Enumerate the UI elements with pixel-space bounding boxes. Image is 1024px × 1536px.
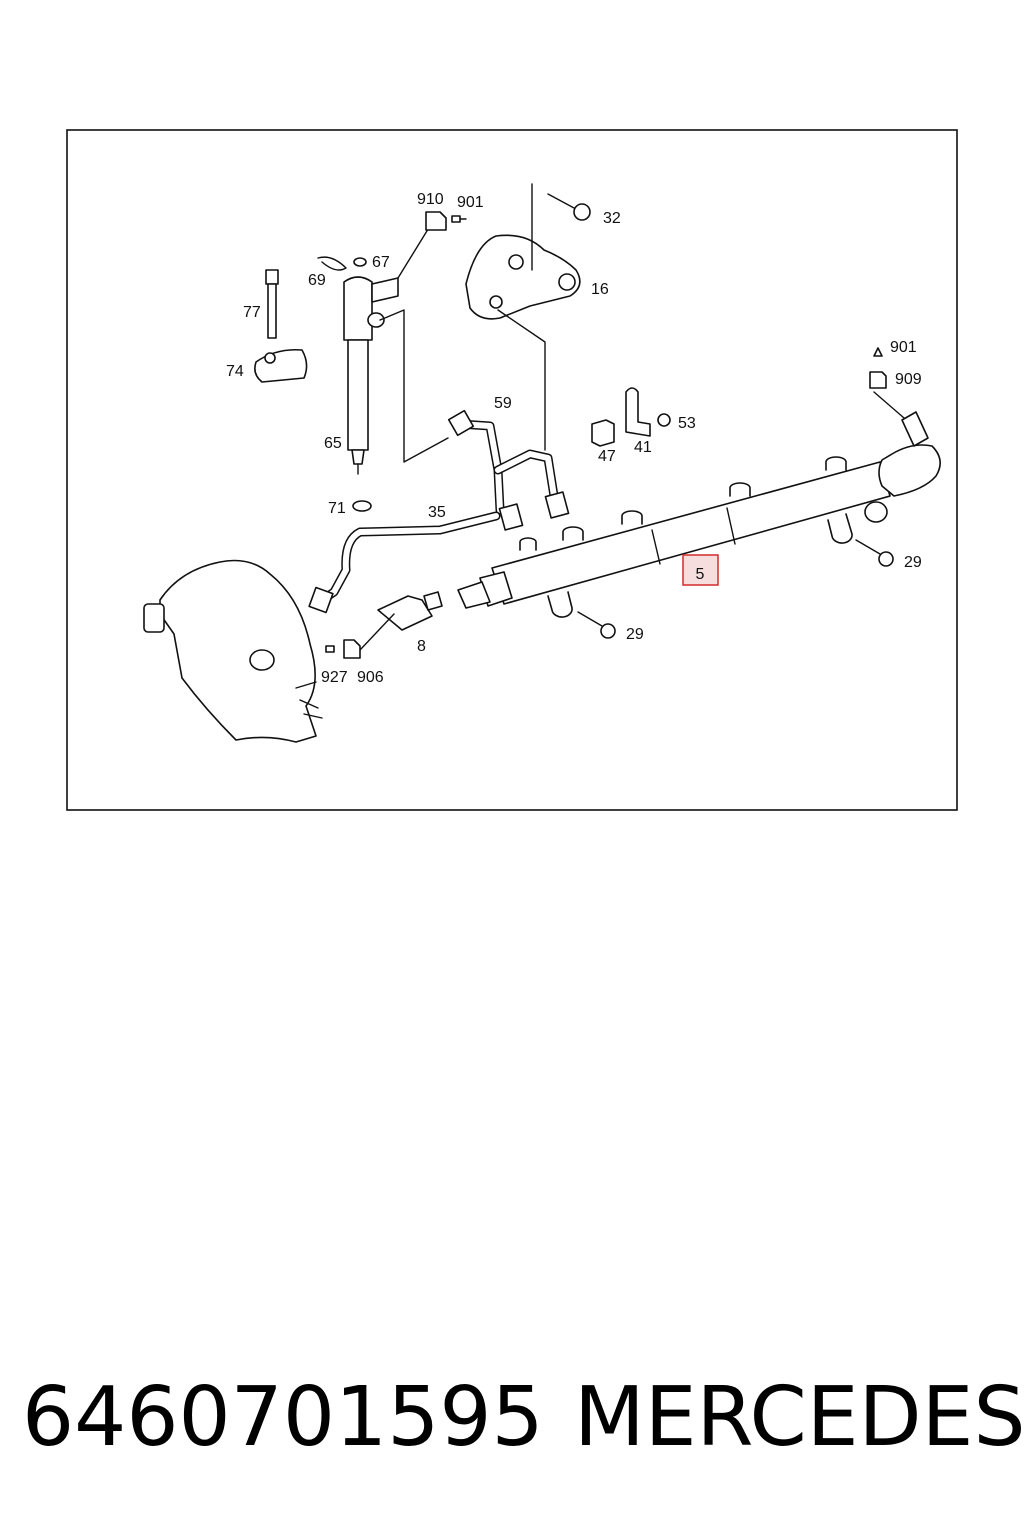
washer-71[interactable]	[352, 500, 372, 512]
callout-59: 59	[494, 395, 512, 412]
callout-906: 906	[357, 669, 384, 686]
callout-71: 71	[328, 500, 346, 517]
callout-909: 909	[895, 371, 922, 388]
pressure-pipe-35[interactable]	[308, 511, 501, 614]
injector-65[interactable]	[343, 225, 449, 475]
part-number: 6460701595	[22, 1370, 544, 1465]
clip-41[interactable]	[625, 387, 651, 437]
callout-901-right: 901	[890, 339, 917, 356]
bolt-32[interactable]	[531, 183, 591, 271]
connector-910[interactable]	[425, 211, 447, 231]
high-pressure-pump[interactable]	[143, 559, 323, 743]
callout-29-right: 29	[904, 554, 922, 571]
bolt-29-lower[interactable]	[577, 611, 616, 639]
bolt-29-right[interactable]	[855, 539, 894, 567]
callout-65: 65	[324, 435, 342, 452]
callout-47: 47	[598, 448, 616, 465]
sensor-8[interactable]	[359, 591, 443, 651]
pin-901-top[interactable]	[451, 215, 467, 223]
fuel-rail-highlight-box	[682, 554, 719, 586]
clip-69[interactable]	[317, 256, 347, 271]
callout-5: 5	[696, 566, 705, 583]
callout-16: 16	[591, 281, 609, 298]
rail-pressure-sensor[interactable]	[869, 347, 929, 447]
callout-32: 32	[603, 210, 621, 227]
callout-910: 910	[417, 191, 444, 208]
callout-29-lower: 29	[626, 626, 644, 643]
callout-69: 69	[308, 272, 326, 289]
brand-name: MERCEDES	[574, 1370, 1024, 1465]
callout-901-top: 901	[457, 194, 484, 211]
seal-ring-67[interactable]	[353, 257, 367, 267]
callout-35: 35	[428, 504, 446, 521]
pressure-pipe-59[interactable]	[447, 409, 570, 531]
fuel-rail[interactable]	[457, 444, 941, 618]
clamp-74[interactable]	[254, 348, 308, 383]
callout-74: 74	[226, 363, 244, 380]
callout-67: 67	[372, 254, 390, 271]
connector-906[interactable]	[343, 639, 361, 659]
callout-41: 41	[634, 439, 652, 456]
diagram-frame	[66, 129, 958, 811]
bolt-77[interactable]	[265, 269, 279, 339]
callout-8: 8	[417, 638, 426, 655]
callout-927: 927	[321, 669, 348, 686]
nut-53[interactable]	[657, 413, 671, 427]
callout-77: 77	[243, 304, 261, 321]
pin-927[interactable]	[325, 645, 335, 653]
callout-53: 53	[678, 415, 696, 432]
clip-47[interactable]	[591, 419, 615, 447]
bracket-16[interactable]	[465, 234, 581, 451]
